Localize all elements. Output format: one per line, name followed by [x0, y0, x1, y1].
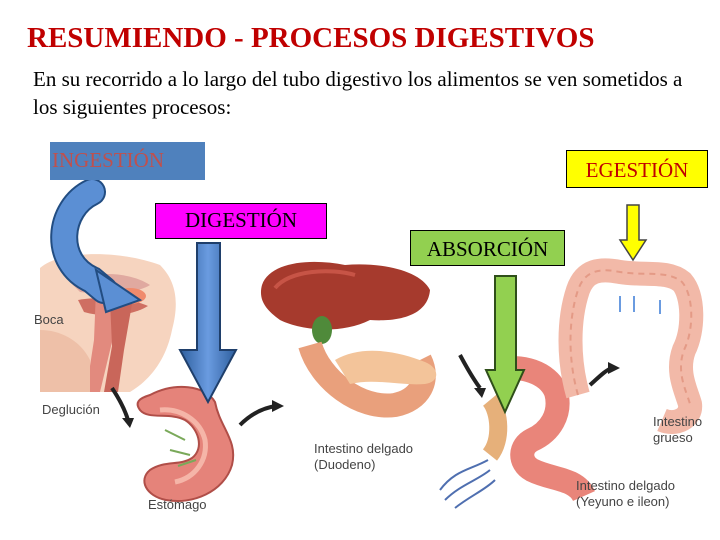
grueso-line-2: grueso — [653, 430, 693, 445]
organ-label-intestino-grueso: Intestino grueso — [653, 414, 702, 446]
ingestion-curved-arrow — [50, 178, 143, 314]
duodeno-line-2: (Duodeno) — [314, 457, 376, 472]
large-intestine-illustration — [558, 258, 704, 434]
organ-label-yeyuno: Intestino delgado (Yeyuno e ileon) — [576, 478, 675, 510]
organ-label-duodeno: Intestino delgado (Duodeno) — [314, 441, 413, 473]
duodeno-line-1: Intestino delgado — [314, 441, 414, 456]
absorption-down-arrow — [484, 275, 526, 415]
flow-arrows — [110, 354, 620, 428]
ingestion-label: INGESTIÓN — [50, 142, 205, 180]
egestion-label: EGESTIÓN — [566, 150, 708, 188]
page-title: RESUMIENDO - PROCESOS DIGESTIVOS — [27, 22, 595, 54]
organ-label-estomago: Estómago — [148, 497, 207, 512]
intro-text: En su recorrido a lo largo del tubo dige… — [33, 67, 683, 119]
organ-label-boca: Boca — [34, 312, 64, 327]
organ-label-deglucion: Deglución — [42, 402, 100, 417]
yeyuno-line-2: (Yeyuno e ileon) — [576, 494, 670, 509]
digestion-label: DIGESTIÓN — [155, 203, 327, 239]
egestion-down-arrow — [618, 204, 648, 262]
digestion-down-arrow — [178, 242, 238, 405]
liver-duodenum-illustration — [260, 261, 437, 418]
yeyuno-line-1: Intestino delgado — [576, 478, 676, 493]
small-intestine-illustration — [439, 356, 595, 509]
absorption-label: ABSORCIÓN — [410, 230, 565, 266]
stomach-illustration — [136, 385, 235, 502]
grueso-line-1: Intestino — [653, 414, 703, 429]
